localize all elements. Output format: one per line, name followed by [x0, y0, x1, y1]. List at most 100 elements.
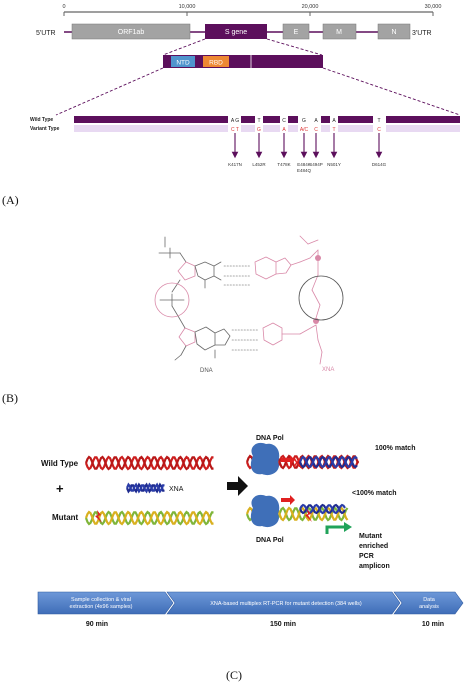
amplicon-arrow [344, 522, 352, 532]
workflow-timeline: Sample collection & viral extraction (4x… [37, 591, 464, 628]
partial-match-label: <100% match [352, 490, 397, 497]
enriched-label-line-1: Mutant [359, 533, 383, 540]
wild-base: C [282, 118, 286, 124]
dna-polymerase-bottom [250, 494, 280, 528]
workflow-step-1 [37, 591, 174, 615]
block-x-mark: X [293, 456, 301, 470]
wild-base: A G [231, 118, 239, 124]
wild-segment [74, 116, 228, 123]
wild-type-row-label: Wild Type [30, 117, 53, 123]
enriched-label-line-2: enriched [359, 543, 388, 550]
rbd-label: RBD [209, 60, 223, 67]
variant-base: A/C [300, 127, 309, 133]
sequence-alignment: Wild Type Variant Type A G T C G A A [30, 116, 460, 173]
workflow-step-2 [166, 591, 401, 615]
phosphate-highlight-circle [154, 282, 190, 318]
extension-arrow-blocked [281, 455, 295, 465]
gene-orf1ab-label: ORF1ab [118, 29, 145, 36]
panel-label-a: (A) [2, 193, 19, 207]
gene-m-label: M [336, 29, 342, 36]
workflow-step-3-time: 10 min [422, 621, 444, 628]
xna-probe-label: XNA [169, 486, 184, 493]
panel-c: Wild Type Mutant + XNA DNA Pol DNA Pol 1… [37, 435, 464, 628]
xna-probe-strand [125, 482, 165, 494]
pcr-wild-type-label: Wild Type [41, 459, 79, 468]
xna-backbone-highlight-circle [298, 275, 344, 321]
workflow-step-1-time: 90 min [86, 621, 108, 628]
pcr-helices [84, 454, 360, 526]
utr3-label: 3'UTR [412, 30, 432, 37]
gene-orf1ab [71, 23, 191, 40]
mutation-mark [95, 510, 102, 523]
wild-segment [338, 116, 373, 123]
s-gene-domains: NTD RBD [163, 55, 323, 68]
workflow-step-2-line-1: XNA-based multiplex RT-PCR for mutant de… [210, 601, 362, 607]
panel-label-b: (B) [2, 391, 18, 405]
workflow-step-2-time: 150 min [270, 621, 296, 628]
full-match-label: 100% match [375, 445, 415, 452]
wild-segment [288, 116, 298, 123]
xna-bound-wild-strand [298, 455, 358, 469]
dna-polymerase-top [250, 442, 280, 476]
gene-e [282, 23, 310, 40]
hydrogen-bonds [223, 265, 259, 351]
enriched-label-line-4: amplicon [359, 563, 390, 570]
variant-segment [288, 125, 298, 132]
wild-segment [241, 116, 255, 123]
variant-segment [386, 125, 460, 132]
ruler-tick-0: 0 [62, 4, 65, 10]
rbd-domain [203, 56, 229, 67]
mutation-label: T478K [277, 162, 290, 167]
extension-arrow [281, 495, 295, 505]
workflow-step-3-line-2: analysis [419, 604, 439, 610]
wild-segment [263, 116, 280, 123]
wild-segment [321, 116, 330, 123]
variant-base: G [257, 127, 261, 133]
panel-label-c: (C) [226, 668, 242, 682]
dna-label: DNA [200, 368, 213, 374]
panel-b: DNA XNA [154, 235, 344, 374]
dna-pol-label-top: DNA Pol [256, 435, 284, 442]
dna-strand [158, 236, 231, 361]
wild-base: T [377, 118, 380, 124]
workflow-step-3 [393, 591, 464, 615]
pcr-mutant-label: Mutant [52, 513, 79, 522]
gene-n [377, 23, 411, 40]
ruler-tick-20000: 20,000 [302, 4, 319, 10]
variant-base: C [314, 127, 318, 133]
wild-base: G [302, 118, 306, 124]
wild-base: T [257, 118, 260, 124]
xna-label: XNA [322, 367, 334, 373]
mutation-mark [305, 509, 312, 522]
workflow-step-1-line-2: extraction (4x96 samples) [70, 604, 133, 610]
mutation-label: D614G [372, 162, 387, 167]
variant-base: C [377, 127, 381, 133]
wild-segment [386, 116, 460, 123]
mutation-label: K417N [228, 162, 242, 167]
process-arrow [227, 476, 248, 496]
mutation-label: S494P [309, 162, 323, 167]
wild-type-helix [84, 455, 214, 471]
gene-m [322, 23, 357, 40]
gene-n-label: N [391, 29, 396, 36]
utr5-label: 5'UTR [36, 30, 56, 37]
genome-map: 5'UTR 3'UTR ORF1ab S gene E M N [36, 23, 432, 40]
gene-s-label: S gene [225, 29, 247, 36]
mutation-label: E484Q [297, 168, 312, 173]
workflow-step-1-line-1: Sample collection & viral [71, 597, 131, 603]
ntd-label: NTD [176, 60, 190, 67]
variant-base: T [332, 127, 335, 133]
variant-segment [74, 125, 228, 132]
dna-pol-label-bottom: DNA Pol [256, 537, 284, 544]
plus-sign: + [56, 481, 64, 496]
wild-base: A [314, 118, 318, 124]
variant-base: C T [231, 127, 239, 133]
variant-segment [263, 125, 280, 132]
workflow-step-3-line-1: Data [423, 597, 436, 603]
mutation-label: L452R [252, 162, 266, 167]
ntd-domain [171, 56, 195, 67]
gene-e-label: E [294, 29, 299, 36]
ruler-tick-10000: 10,000 [179, 4, 196, 10]
variant-segment [321, 125, 330, 132]
